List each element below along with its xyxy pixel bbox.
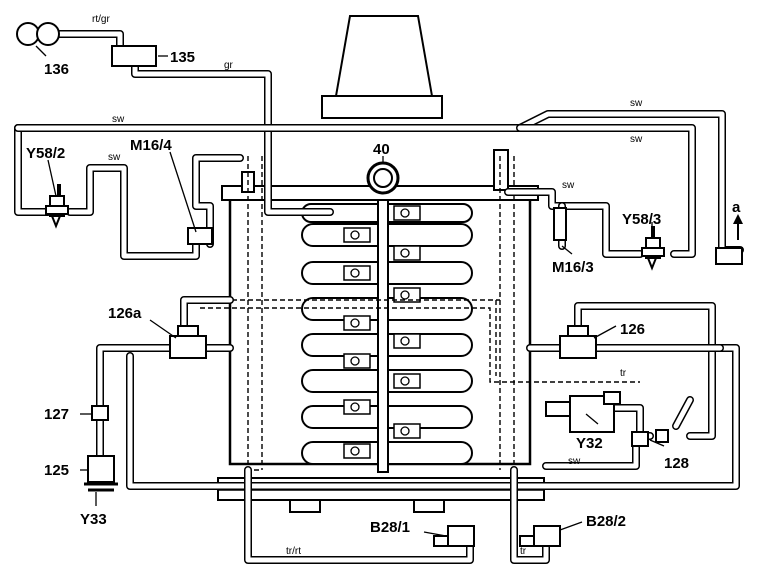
component-M16-3-symbol xyxy=(553,207,567,241)
line-color-tags: rt/gr gr sw sw sw sw sw sw tr tr/rt tr xyxy=(92,14,643,557)
component-126-symbol xyxy=(559,325,597,359)
component-127-symbol xyxy=(91,405,109,421)
component-B28-1-symbol xyxy=(433,525,475,547)
component-135-symbol xyxy=(111,45,157,67)
label-M16-4: M16/4 xyxy=(130,137,172,154)
label-135: 135 xyxy=(170,49,195,66)
label-Y33: Y33 xyxy=(80,511,107,528)
label-125: 125 xyxy=(44,462,69,479)
tag-gr: gr xyxy=(224,60,234,71)
label-126a: 126a xyxy=(108,305,142,322)
label-128: 128 xyxy=(664,455,689,472)
tag-sw-top-right1: sw xyxy=(630,98,643,109)
tag-sw-lower: sw xyxy=(568,456,581,467)
tag-sw-right: sw xyxy=(562,180,575,191)
tag-sw-top-right2: sw xyxy=(630,134,643,145)
component-Y58-3-symbol xyxy=(641,226,665,271)
component-Y58-2-symbol xyxy=(45,184,69,229)
component-M16-4-symbol xyxy=(187,227,213,245)
component-128-symbol xyxy=(631,429,669,447)
tag-tr-rt: tr/rt xyxy=(286,546,301,557)
tag-sw-top-left: sw xyxy=(112,114,125,125)
label-a: a xyxy=(732,199,741,216)
tag-sw-left: sw xyxy=(108,152,121,163)
tag-rt-gr: rt/gr xyxy=(92,14,110,25)
dashed-vacuum-lines xyxy=(200,156,640,471)
component-125-symbol xyxy=(84,455,118,492)
label-Y32: Y32 xyxy=(576,435,603,452)
component-B28-2-symbol xyxy=(519,525,561,547)
label-136: 136 xyxy=(44,61,69,78)
label-Y58-2: Y58/2 xyxy=(26,145,65,162)
label-127: 127 xyxy=(44,406,69,423)
component-labels: 136 135 40 Y58/2 M16/4 M16/3 Y58/3 a 126… xyxy=(26,49,741,536)
label-Y58-3: Y58/3 xyxy=(622,211,661,228)
leader-lines xyxy=(35,45,665,537)
intake-runners xyxy=(301,199,473,473)
label-M16-3: M16/3 xyxy=(552,259,594,276)
label-40: 40 xyxy=(373,141,390,158)
component-Y32-symbol xyxy=(545,391,621,433)
tag-tr-bottom: tr xyxy=(520,546,527,557)
label-B28-1: B28/1 xyxy=(370,519,410,536)
tag-tr-right: tr xyxy=(620,368,627,379)
outlet-a-symbol xyxy=(715,214,743,265)
component-40 xyxy=(366,161,400,195)
label-126: 126 xyxy=(620,321,645,338)
component-126a-symbol xyxy=(169,325,207,359)
air-filter-housing xyxy=(321,15,443,119)
component-136-symbol xyxy=(16,22,60,46)
vacuum-pipes xyxy=(14,30,744,564)
label-B28-2: B28/2 xyxy=(586,513,626,530)
